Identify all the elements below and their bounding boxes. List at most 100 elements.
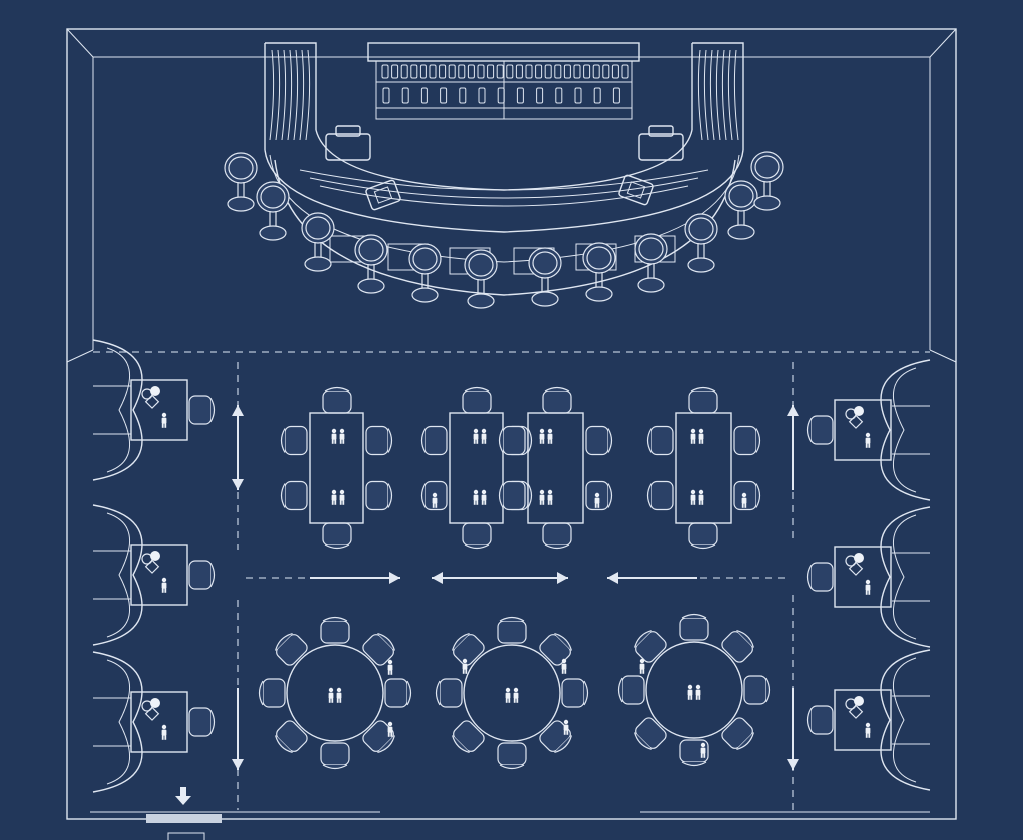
chair bbox=[448, 717, 488, 757]
bottle-icon bbox=[477, 64, 485, 79]
glass bbox=[150, 698, 160, 708]
bottle-icon bbox=[459, 87, 467, 104]
bottle-icon bbox=[602, 64, 610, 79]
booth-cushion bbox=[106, 347, 131, 473]
bottle-icon bbox=[458, 64, 466, 79]
arrow-head bbox=[787, 405, 799, 416]
bottle-icon bbox=[419, 64, 427, 79]
glass bbox=[150, 386, 160, 396]
bottle-icon bbox=[478, 87, 486, 104]
bottle-icon bbox=[506, 64, 514, 79]
chair bbox=[258, 678, 286, 708]
bar-stool bbox=[724, 180, 758, 240]
drink-icon bbox=[845, 696, 864, 719]
booth-sofa bbox=[92, 504, 143, 646]
bottle-icon bbox=[440, 87, 448, 104]
drink-icon bbox=[141, 698, 160, 721]
booth bbox=[92, 651, 216, 793]
napkin bbox=[144, 706, 160, 721]
chair bbox=[688, 522, 718, 550]
booth bbox=[806, 359, 931, 501]
chair bbox=[806, 705, 834, 735]
chair bbox=[679, 613, 709, 641]
bar-stool bbox=[528, 247, 562, 307]
wood-grain bbox=[319, 185, 689, 207]
bar-stool bbox=[750, 151, 784, 211]
wood-grain bbox=[309, 177, 699, 199]
wall-corner bbox=[929, 349, 957, 363]
person-icon bbox=[161, 412, 167, 428]
person-icon bbox=[161, 577, 167, 593]
arrow-icon bbox=[432, 572, 568, 584]
bottle-icon bbox=[535, 64, 543, 79]
chair bbox=[359, 629, 399, 669]
booth-cushion bbox=[106, 512, 131, 638]
wood-grain bbox=[721, 49, 727, 141]
register-screen bbox=[648, 125, 674, 137]
wall-corner bbox=[929, 28, 957, 58]
person-pair-icon bbox=[474, 429, 487, 444]
person-pair-icon bbox=[540, 429, 553, 444]
chair bbox=[646, 425, 674, 456]
chair bbox=[536, 717, 576, 757]
chair bbox=[718, 626, 758, 666]
bottle-icon bbox=[621, 64, 629, 79]
wood-grain bbox=[697, 49, 703, 141]
drink-icon bbox=[845, 406, 864, 429]
chair bbox=[733, 425, 761, 456]
booth bbox=[92, 504, 216, 646]
bar-stool bbox=[582, 242, 616, 302]
wood-grain bbox=[703, 49, 709, 141]
chair bbox=[498, 425, 526, 456]
chair bbox=[542, 386, 572, 414]
napkin bbox=[848, 561, 864, 576]
person-icon bbox=[387, 659, 393, 675]
person-icon bbox=[462, 658, 468, 674]
booth-table bbox=[130, 544, 188, 606]
booth-table bbox=[130, 379, 188, 441]
round-table-right bbox=[617, 613, 771, 767]
round-table-left bbox=[258, 616, 412, 770]
chair bbox=[322, 522, 352, 550]
chair bbox=[448, 629, 488, 669]
drink-icon bbox=[845, 553, 864, 576]
arrow-head bbox=[389, 572, 400, 584]
bottle-icon bbox=[592, 64, 600, 79]
person-pair-icon bbox=[474, 490, 487, 505]
rect-table-left bbox=[280, 386, 393, 550]
bottle-icon bbox=[525, 64, 533, 79]
chair bbox=[498, 480, 526, 511]
bar-counter-right-arm bbox=[691, 42, 744, 150]
chair bbox=[320, 742, 350, 770]
wood-grain bbox=[299, 49, 305, 141]
rect-table-center-b bbox=[498, 386, 613, 550]
arrow-icon bbox=[232, 688, 244, 770]
bar-stool bbox=[224, 152, 258, 212]
bottle-icon bbox=[554, 64, 562, 79]
bar-stool bbox=[256, 181, 290, 241]
glass bbox=[150, 551, 160, 561]
bottle-icon bbox=[536, 87, 544, 104]
bottle-icon bbox=[612, 87, 620, 104]
arrow-head bbox=[787, 759, 799, 770]
bar-stool bbox=[464, 249, 498, 309]
chair bbox=[497, 742, 527, 770]
phone-keypad bbox=[373, 186, 393, 204]
chair bbox=[271, 629, 311, 669]
wood-grain bbox=[715, 49, 721, 141]
register-body bbox=[638, 133, 684, 161]
chair bbox=[688, 386, 718, 414]
chair bbox=[188, 395, 216, 425]
bar-counter-left-arm bbox=[264, 42, 317, 150]
bottle-icon bbox=[593, 87, 601, 104]
bottle-icon bbox=[400, 64, 408, 79]
chair bbox=[365, 425, 393, 456]
entrance-mat bbox=[167, 832, 205, 840]
arrow-head bbox=[232, 759, 244, 770]
booth-cushion bbox=[106, 659, 131, 785]
booth-sofa bbox=[880, 359, 931, 501]
bottle-icon bbox=[573, 64, 581, 79]
chair bbox=[188, 560, 216, 590]
bottle-icon bbox=[420, 87, 428, 104]
